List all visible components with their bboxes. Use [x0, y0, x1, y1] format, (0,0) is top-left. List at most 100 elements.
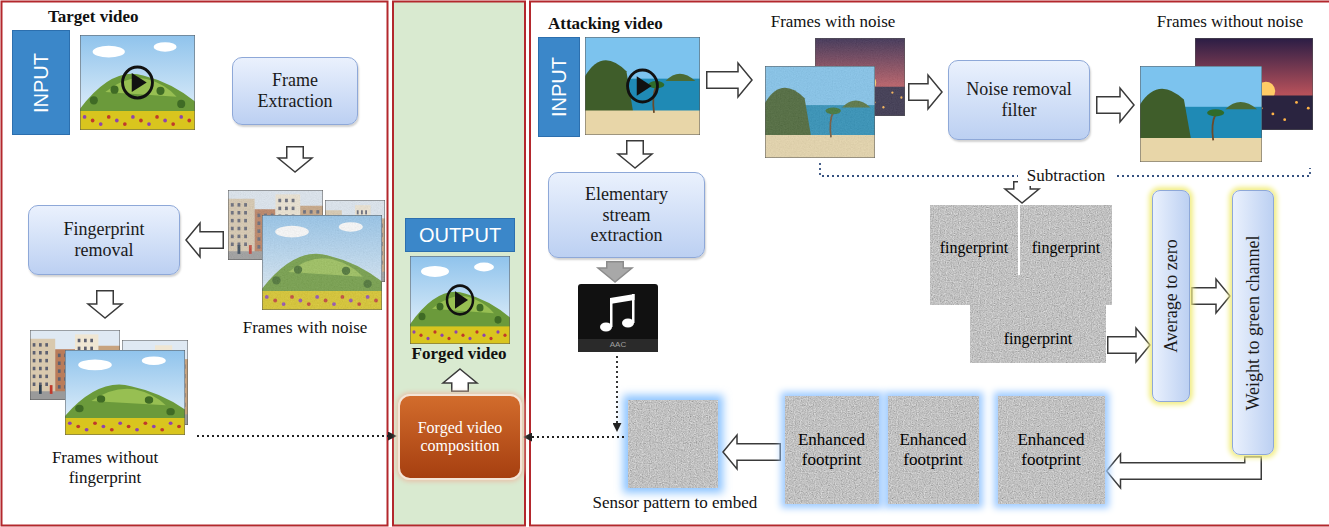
- process-box: Frame Extraction: [232, 57, 358, 125]
- flower: [118, 422, 122, 425]
- arrow-body: [734, 445, 780, 460]
- arrow-body: [1118, 458, 1254, 472]
- rock: [1140, 89, 1191, 141]
- flower: [110, 428, 114, 431]
- flower: [123, 122, 127, 126]
- sky: [65, 350, 185, 435]
- window: [39, 351, 42, 355]
- flower: [461, 333, 464, 337]
- tree: [177, 100, 185, 108]
- cloud: [78, 360, 112, 371]
- middle-panel: [393, 2, 525, 526]
- flower: [187, 119, 191, 123]
- frame-border: [80, 35, 195, 130]
- window: [90, 347, 93, 351]
- video-frame: [765, 66, 875, 158]
- panel-heading: Forged video: [395, 344, 523, 364]
- cloud: [474, 263, 494, 272]
- window: [58, 377, 61, 381]
- dotted-link: [616, 356, 618, 431]
- flower: [163, 119, 167, 123]
- flower: [85, 428, 89, 431]
- image-caption: Frames without noise: [1140, 12, 1320, 32]
- play-ring: [447, 286, 473, 315]
- window: [45, 359, 48, 363]
- node-text: OUTPUT: [419, 224, 501, 247]
- tree: [495, 316, 502, 324]
- footprint-tile: Enhanced footprint: [785, 396, 879, 504]
- person: [50, 385, 53, 394]
- play-triangle: [132, 73, 147, 92]
- window: [45, 383, 48, 387]
- block-arrow: [706, 63, 752, 97]
- hill: [80, 74, 195, 130]
- note-beam: [610, 294, 635, 304]
- flower: [155, 115, 159, 119]
- node-text: Enhanced footprint: [893, 430, 974, 469]
- window: [58, 385, 61, 389]
- window: [84, 347, 87, 351]
- video-frame: [585, 37, 700, 135]
- arrow-body: [98, 292, 113, 308]
- window: [84, 339, 87, 343]
- flower: [115, 119, 119, 123]
- tree: [145, 396, 153, 403]
- arrow-body: [708, 73, 742, 88]
- block-arrow: [278, 146, 312, 172]
- image-caption: Frames with noise: [758, 12, 908, 32]
- block-arrow: [186, 223, 224, 257]
- image-caption: Frames without fingerprint: [40, 448, 170, 487]
- flower: [101, 425, 105, 428]
- dotted-link: [197, 435, 396, 437]
- window: [33, 383, 36, 387]
- hill: [65, 385, 185, 435]
- tree: [437, 303, 444, 311]
- flower: [152, 425, 156, 428]
- sand: [585, 111, 700, 136]
- block-arrow: [908, 75, 942, 109]
- codec-tag: AAC: [580, 340, 656, 349]
- process-box: Fingerprint removal: [28, 205, 180, 275]
- arrow-body: [628, 142, 643, 158]
- flower: [127, 425, 131, 428]
- flower: [99, 122, 103, 126]
- node-text: Elementary stream extraction: [567, 184, 686, 246]
- frame-border: [410, 256, 510, 344]
- play-triangle: [455, 291, 468, 309]
- flower-bed: [65, 418, 185, 435]
- flow-arrow: [1107, 454, 1254, 488]
- window: [78, 339, 81, 343]
- cloud: [154, 42, 177, 52]
- window: [39, 367, 42, 371]
- light: [1271, 113, 1274, 116]
- flower: [131, 115, 135, 119]
- node-text: Weight to green channel: [1243, 235, 1264, 410]
- noise-texture: [970, 275, 1106, 363]
- panel-heading: Attacking video: [548, 14, 718, 34]
- flower: [482, 333, 485, 337]
- process-box: Noise removal filter: [948, 60, 1090, 140]
- composition-box: Forged video composition: [398, 394, 522, 480]
- window: [58, 369, 61, 373]
- window: [33, 375, 36, 379]
- flower: [93, 422, 97, 425]
- flower: [135, 428, 139, 431]
- noise-overlay: [765, 66, 875, 158]
- sky: [765, 66, 875, 158]
- window: [58, 362, 61, 366]
- noise-fill: [970, 275, 1106, 363]
- fingerprint-tile: fingerprint: [970, 275, 1106, 363]
- footprint-tile: Enhanced footprint: [888, 396, 979, 504]
- node-text: Forged video composition: [408, 419, 512, 456]
- tree: [75, 405, 83, 412]
- window: [45, 367, 48, 371]
- node-text: fingerprint: [940, 239, 1008, 257]
- left-panel: [2, 2, 388, 526]
- play-ring: [628, 70, 658, 102]
- flower: [143, 422, 147, 425]
- footprint-tile: Enhanced footprint: [998, 396, 1105, 504]
- flower-bed: [80, 111, 195, 130]
- person: [39, 385, 42, 394]
- node-text: Fingerprint removal: [41, 219, 167, 260]
